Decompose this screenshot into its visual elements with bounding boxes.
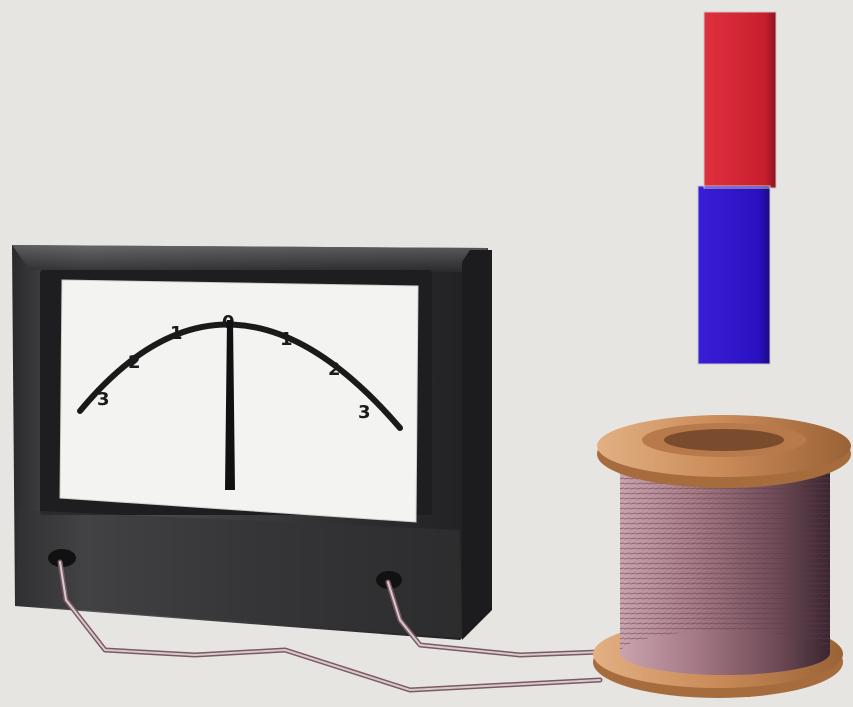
galvanometer: 3 2 1 0 1 2 3 [12,245,492,640]
wire-coil [593,415,851,698]
scale-label-left-1: 1 [170,323,183,344]
scale-label-right-2: 2 [328,359,341,380]
scale-label-right-1: 1 [280,329,293,350]
coil-core-opening [664,429,784,451]
magnet-blue-pole [698,186,770,364]
scale-label-left-3: 3 [97,389,110,410]
galvanometer-dial-face [60,280,418,522]
magnet-red-pole [704,12,776,188]
bar-magnet [698,12,776,364]
scale-label-right-3: 3 [358,402,371,423]
scale-label-left-2: 2 [128,352,141,373]
